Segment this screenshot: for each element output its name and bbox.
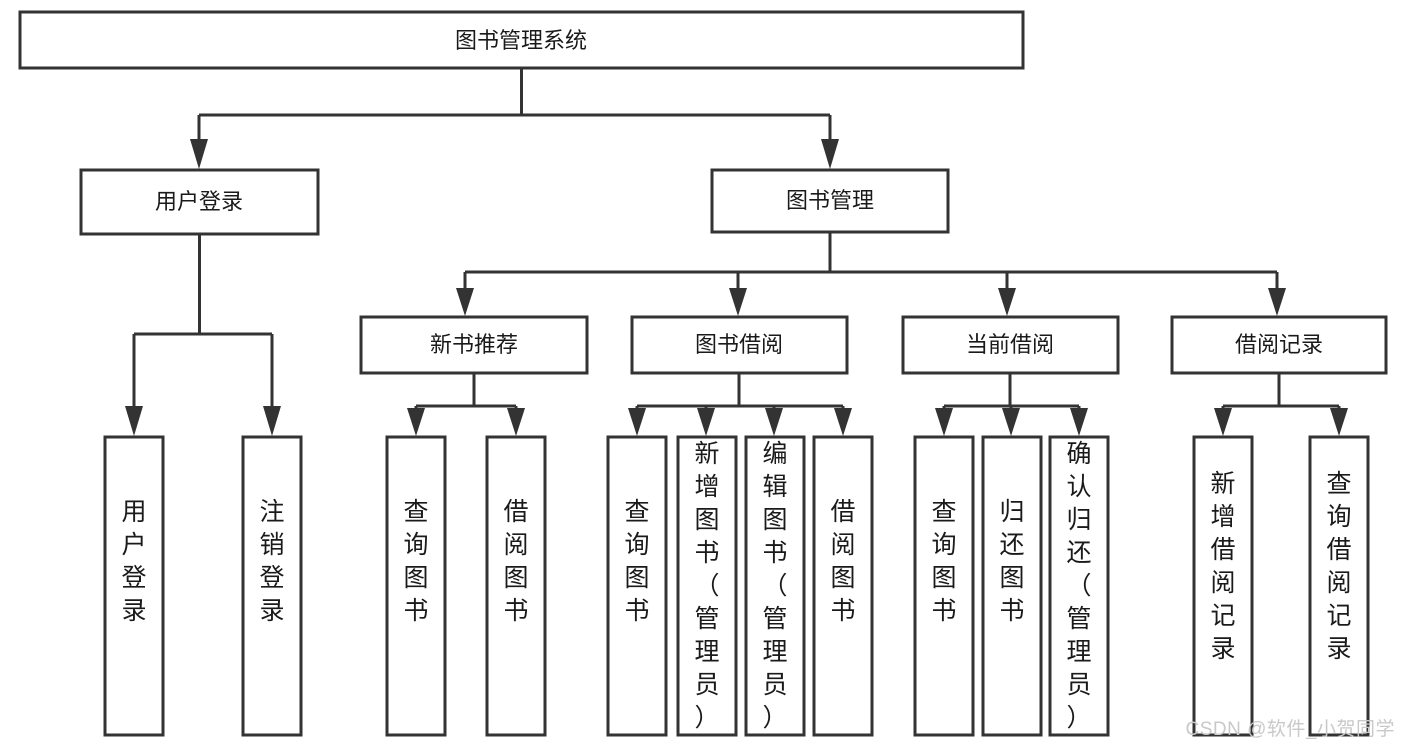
arrow-head-leaf-edit-book — [765, 408, 783, 436]
arrow-head-leaf-user-login — [125, 406, 143, 436]
node-leaf-borrow-book-2[interactable]: 借阅图书 — [812, 435, 874, 737]
node-leaf-add-book-box[interactable] — [676, 435, 738, 737]
node-leaf-query-book-1[interactable]: 查询图书 — [385, 435, 447, 737]
node-leaf-confirm-return-box[interactable] — [1048, 435, 1110, 737]
node-root-label: 图书管理系统 — [455, 28, 587, 53]
node-leaf-query-book-3[interactable]: 查询图书 — [913, 435, 975, 737]
node-leaf-user-login-label: 用户登录 — [121, 498, 146, 625]
node-leaf-borrow-book-1-box[interactable] — [485, 435, 547, 737]
node-leaf-query-book-1-box[interactable] — [385, 435, 447, 737]
node-borrow-record-box[interactable] — [1170, 315, 1388, 375]
node-leaf-edit-book-label: 编辑图书（管理员） — [762, 440, 787, 732]
node-user-login[interactable]: 用户登录 — [79, 168, 320, 236]
node-leaf-logout[interactable]: 注销登录 — [241, 435, 303, 737]
node-leaf-query-record-box[interactable] — [1308, 435, 1370, 737]
arrow-head-leaf-logout — [263, 406, 281, 436]
arrow-head-leaf-query-book-2 — [628, 408, 646, 436]
node-book-manage-label: 图书管理 — [786, 188, 874, 213]
node-current-borrow[interactable]: 当前借阅 — [901, 315, 1120, 375]
node-leaf-add-record[interactable]: 新增借阅记录 — [1192, 435, 1254, 737]
node-leaf-logout-label: 注销登录 — [259, 498, 284, 625]
node-user-login-box[interactable] — [79, 168, 320, 236]
node-leaf-query-record-label: 查询借阅记录 — [1326, 470, 1351, 663]
node-leaf-return-book-box[interactable] — [981, 435, 1043, 737]
node-leaf-add-book[interactable]: 新增图书（管理员） — [676, 435, 738, 737]
node-new-book-recommend-label: 新书推荐 — [430, 332, 518, 357]
node-leaf-query-book-2-box[interactable] — [606, 435, 668, 737]
arrow-head-leaf-return-book — [1002, 408, 1020, 436]
arrow-head-leaf-borrow-book-2 — [834, 408, 852, 436]
arrow-head-leaf-query-book-1 — [407, 408, 425, 436]
node-leaf-edit-book-box[interactable] — [744, 435, 806, 737]
arrow-head-user-login — [190, 139, 208, 169]
node-leaf-query-book-1-label: 查询图书 — [403, 498, 428, 625]
node-leaf-return-book[interactable]: 归还图书 — [981, 435, 1043, 737]
node-user-login-label: 用户登录 — [155, 189, 243, 214]
node-new-book-recommend[interactable]: 新书推荐 — [359, 315, 589, 375]
node-root[interactable]: 图书管理系统 — [18, 10, 1025, 70]
connector-layer — [125, 68, 1348, 436]
node-book-manage-box[interactable] — [710, 168, 950, 234]
arrow-head-leaf-add-book — [697, 408, 715, 436]
node-leaf-query-book-3-box[interactable] — [913, 435, 975, 737]
node-leaf-query-record[interactable]: 查询借阅记录 — [1308, 435, 1370, 737]
node-book-borrow[interactable]: 图书借阅 — [630, 315, 849, 375]
leaf-node-layer: 用户登录 注销登录 查询图书 借阅图书 查询图书 新增图书（管理员） — [103, 435, 1370, 737]
arrow-head-leaf-query-book-3 — [935, 408, 953, 436]
arrow-head-borrow-record — [1268, 288, 1286, 316]
node-borrow-record-label: 借阅记录 — [1235, 332, 1323, 357]
arrow-head-current-borrow — [998, 288, 1016, 316]
node-root-box[interactable] — [18, 10, 1025, 70]
node-current-borrow-box[interactable] — [901, 315, 1120, 375]
node-leaf-edit-book[interactable]: 编辑图书（管理员） — [744, 435, 806, 737]
node-leaf-borrow-book-2-label: 借阅图书 — [830, 498, 855, 625]
node-leaf-return-book-label: 归还图书 — [999, 498, 1024, 625]
arrow-head-new-book-recommend — [456, 288, 474, 316]
arrow-head-book-manage — [821, 139, 839, 169]
node-current-borrow-label: 当前借阅 — [966, 332, 1054, 357]
node-leaf-borrow-book-1-label: 借阅图书 — [503, 498, 528, 625]
node-leaf-user-login[interactable]: 用户登录 — [103, 435, 165, 737]
node-borrow-record[interactable]: 借阅记录 — [1170, 315, 1388, 375]
node-book-manage[interactable]: 图书管理 — [710, 168, 950, 234]
node-leaf-borrow-book-1[interactable]: 借阅图书 — [485, 435, 547, 737]
node-leaf-add-book-label: 新增图书（管理员） — [694, 440, 719, 732]
arrow-head-leaf-query-record — [1330, 408, 1348, 436]
node-leaf-query-book-2-label: 查询图书 — [624, 498, 649, 625]
node-leaf-confirm-return[interactable]: 确认归还（管理员） — [1048, 435, 1110, 737]
node-leaf-query-book-2[interactable]: 查询图书 — [606, 435, 668, 737]
arrow-head-leaf-confirm-return — [1070, 408, 1088, 436]
node-leaf-borrow-book-2-box[interactable] — [812, 435, 874, 737]
node-leaf-add-record-box[interactable] — [1192, 435, 1254, 737]
node-leaf-logout-box[interactable] — [241, 435, 303, 737]
node-leaf-query-book-3-label: 查询图书 — [931, 498, 956, 625]
node-leaf-add-record-label: 新增借阅记录 — [1210, 470, 1235, 663]
node-leaf-user-login-box[interactable] — [103, 435, 165, 737]
arrow-head-leaf-add-record — [1214, 408, 1232, 436]
node-book-borrow-label: 图书借阅 — [695, 332, 783, 357]
node-new-book-recommend-box[interactable] — [359, 315, 589, 375]
arrow-head-leaf-borrow-book-1 — [507, 408, 525, 436]
node-book-borrow-box[interactable] — [630, 315, 849, 375]
arrow-head-book-borrow — [729, 288, 747, 316]
node-leaf-confirm-return-label: 确认归还（管理员） — [1066, 440, 1091, 732]
